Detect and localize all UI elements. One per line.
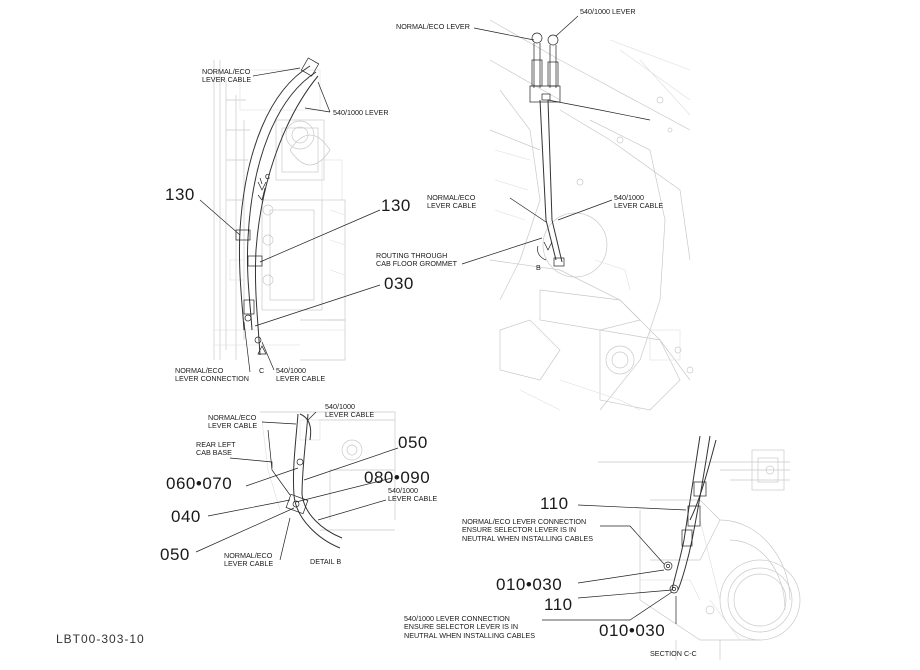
tr-routing-cab-floor-grommet-label: ROUTING THROUGH CAB FLOOR GROMMET — [376, 251, 458, 269]
callout-110-bottom: 110 — [544, 595, 573, 614]
callout-030: 030 — [384, 274, 414, 293]
tr-normal-eco-lever-label: NORMAL/ECO LEVER — [396, 22, 470, 31]
bl-540-1000-lever-cable-top-label: 540/1000 LEVER CABLE — [325, 402, 375, 420]
detail-b-background — [260, 411, 396, 531]
tr-540-1000-lever-label: 540/1000 LEVER — [580, 7, 636, 16]
bl-rear-left-cab-base-label: REAR LEFT CAB BASE — [196, 440, 236, 458]
section-cc-cables — [663, 435, 717, 594]
tl-section-marker-c-top: C — [265, 172, 271, 181]
br-section-cc-title: SECTION C-C — [650, 649, 697, 658]
top-right-levers — [529, 32, 651, 267]
bl-normal-eco-lever-cable-bottom-label: NORMAL/ECO LEVER CABLE — [224, 551, 274, 569]
callout-010-030-top: 010•030 — [496, 575, 563, 594]
drawing-reference-id: LBT00-303-10 — [56, 632, 145, 646]
callout-110-top: 110 — [540, 494, 569, 513]
tl-section-marker-c-bottom: C — [259, 366, 265, 375]
bl-540-1000-lever-cable-right-label: 540/1000 LEVER CABLE — [388, 486, 438, 504]
callout-010-030-bottom: 010•030 — [599, 621, 666, 640]
callout-130-left: 130 — [165, 185, 195, 204]
top-right-leaders — [461, 15, 613, 265]
tl-normal-eco-lever-connection-label: NORMAL/ECO LEVER CONNECTION — [175, 366, 249, 384]
tl-normal-eco-lever-cable-label: NORMAL/ECO LEVER CABLE — [202, 67, 252, 85]
bl-detail-b-title: DETAIL B — [310, 557, 342, 566]
top-left-cables — [235, 57, 320, 356]
callout-040: 040 — [171, 507, 201, 526]
section-cc-background — [598, 449, 801, 660]
tr-normal-eco-lever-cable-label: NORMAL/ECO LEVER CABLE — [427, 193, 477, 211]
callout-130-right: 130 — [381, 196, 411, 215]
tl-540-1000-lever-label: 540/1000 LEVER — [333, 108, 389, 117]
callout-050-top: 050 — [398, 433, 428, 452]
detail-b-leaders — [195, 411, 399, 561]
br-normal-eco-connection-note: NORMAL/ECO LEVER CONNECTION ENSURE SELEC… — [462, 517, 593, 543]
tr-detail-marker-b: B — [536, 263, 541, 272]
detail-b-cables — [267, 413, 343, 549]
tl-540-1000-lever-cable-label: 540/1000 LEVER CABLE — [276, 366, 326, 384]
top-right-view-background — [489, 19, 694, 411]
bl-normal-eco-lever-cable-top-label: NORMAL/ECO LEVER CABLE — [208, 413, 258, 431]
section-cc-leaders — [542, 504, 687, 624]
top-left-leaders — [199, 67, 381, 373]
callout-060-070: 060•070 — [166, 474, 233, 493]
callout-050-bottom: 050 — [160, 545, 190, 564]
tr-540-1000-lever-cable-label: 540/1000 LEVER CABLE — [614, 193, 664, 211]
callout-080-090: 080•090 — [364, 468, 431, 487]
br-540-1000-connection-note: 540/1000 LEVER CONNECTION ENSURE SELECTO… — [404, 614, 535, 640]
top-left-view-background — [213, 60, 346, 361]
